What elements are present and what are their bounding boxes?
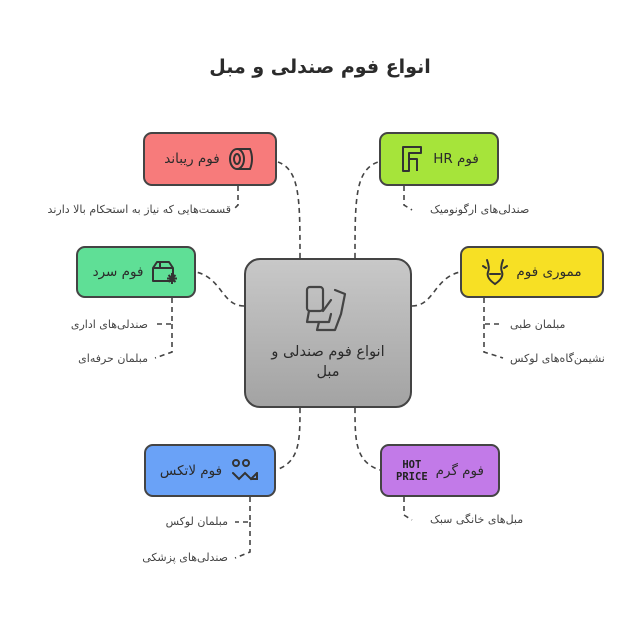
foam-roll-icon — [228, 148, 253, 170]
node-latex-foam: فوم لاتکس — [144, 444, 276, 497]
node-rebond-foam: فوم ریباند — [143, 132, 277, 186]
connector-latex-leaves — [234, 497, 251, 559]
center-label: انواع فوم صندلی و مبل — [271, 344, 385, 380]
memory-leaf-2: نشیمن‌گاه‌های لوکس — [510, 352, 605, 365]
connector-cold-leaves — [154, 298, 173, 359]
connector-center-hr — [354, 161, 379, 259]
cold-leaf-1: صندلی‌های اداری — [70, 318, 148, 331]
connector-center-memory — [411, 271, 461, 307]
memory-leaf-1: مبلمان طبی — [510, 318, 566, 331]
connector-warm-leaf — [403, 497, 413, 521]
center-node: انواع فوم صندلی و مبل — [244, 258, 412, 408]
cold-foam-label: فوم سرد — [92, 264, 144, 280]
ergonomic-chair-icon — [402, 146, 423, 172]
memory-foam-label: مموری فوم — [516, 264, 582, 280]
body-shape-icon — [482, 259, 509, 286]
latex-leaf-1: مبلمان لوکس — [165, 515, 228, 528]
latex-foam-label: فوم لاتکس — [159, 462, 223, 479]
rebond-leaf-1: قسمت‌هایی که نیاز به استحکام بالا دارند — [47, 203, 231, 216]
warm-foam-label: فوم گرم — [435, 462, 484, 479]
connector-hr-leaf — [403, 186, 413, 211]
connector-center-cold — [195, 271, 245, 307]
cold-leaf-2: مبلمان حرفه‌ای — [78, 352, 148, 365]
rebond-foam-label: فوم ریباند — [164, 151, 220, 167]
percent-down-icon — [232, 458, 259, 480]
hot-price-icon-line2: PRICE — [396, 470, 428, 483]
node-warm-foam: HOT PRICE فوم گرم — [380, 444, 500, 497]
node-memory-foam: مموری فوم — [460, 246, 604, 298]
connector-center-rebond — [277, 161, 301, 259]
connector-memory-leaves — [483, 298, 504, 359]
warm-leaf-1: مبل‌های خانگی سبک — [430, 513, 524, 526]
connector-center-warm — [354, 407, 381, 471]
hr-foam-label: فوم HR — [433, 151, 479, 167]
connector-rebond-leaf — [232, 186, 239, 211]
latex-leaf-2: صندلی‌های پزشکی — [142, 551, 228, 564]
hot-price-icon-line1: HOT — [402, 458, 422, 471]
node-hr-foam: فوم HR — [379, 132, 499, 186]
cold-box-icon — [152, 261, 178, 284]
diagram-title: انواع فوم صندلی و مبل — [209, 56, 431, 78]
node-cold-foam: فوم سرد — [76, 246, 196, 298]
hot-price-icon: HOT PRICE — [396, 459, 428, 483]
connector-center-latex — [275, 407, 301, 471]
seat-icon — [305, 285, 347, 332]
hr-leaf-1: صندلی‌های ارگونومیک — [430, 203, 530, 216]
